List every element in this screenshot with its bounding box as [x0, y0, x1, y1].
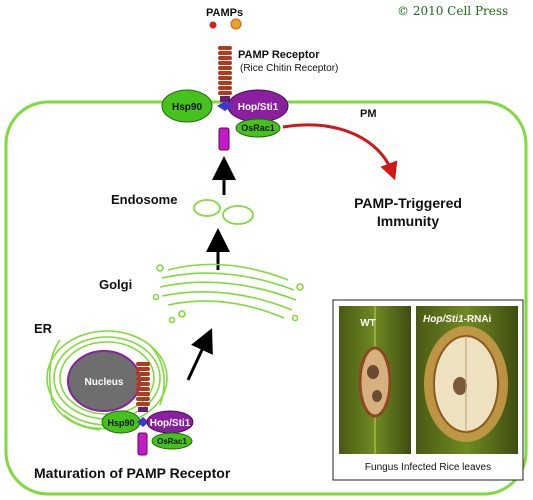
pamp-molecule-icon: [209, 21, 217, 29]
pamps-label: PAMPs: [206, 7, 243, 19]
transport-arrow: [186, 328, 213, 381]
er-label: ER: [34, 321, 53, 336]
immunity-line1: PAMP-Triggered: [354, 195, 462, 211]
rnai-label-gene: Hop/Sti1: [423, 314, 464, 325]
osrac1-protein: [235, 118, 281, 138]
photo-caption: Fungus Infected Rice leaves: [365, 462, 491, 473]
wt-lesion: [358, 346, 392, 418]
rnai-label: Hop/Sti1-RNAi: [423, 314, 492, 325]
receptor-coil: [218, 46, 232, 102]
endosome-vesicles: [193, 199, 254, 225]
nascent-receptor-tail: [137, 432, 148, 456]
endosome-label: Endosome: [111, 192, 177, 207]
maturation-title: Maturation of PAMP Receptor: [34, 465, 231, 481]
pm-label: PM: [360, 108, 377, 120]
hsp90-protein: [161, 89, 213, 123]
rice-leaf-photo-panel: WT Hop/Sti1-RNAi Fungus Infected Rice le…: [332, 299, 524, 481]
golgi-label: Golgi: [99, 277, 132, 292]
hsp90-label: Hsp90: [172, 102, 202, 113]
osrac1-protein-er: [151, 432, 193, 450]
receptor-kinase-icon: [217, 101, 233, 111]
hop-sti1-label: Hop/Sti1: [238, 102, 279, 113]
rnai-label-suffix: -RNAi: [464, 314, 492, 325]
osrac1-label-er: OsRac1: [157, 437, 187, 446]
hsp90-label-er: Hsp90: [107, 418, 134, 428]
osrac1-label: OsRac1: [241, 123, 275, 133]
immunity-line2: Immunity: [377, 213, 439, 229]
receptor-tail: [218, 127, 230, 151]
pamp-molecule-icon: [230, 18, 242, 30]
receptor-title: PAMP Receptor: [238, 49, 320, 61]
hop-sti1-label-er: Hop/Sti1: [150, 418, 191, 429]
receptor-subtitle: (Rice Chitin Receptor): [240, 63, 338, 74]
nascent-receptor-coil: [136, 362, 150, 412]
receptor-kinase-icon: [137, 417, 149, 427]
wt-label: WT: [360, 318, 376, 329]
copyright-text: © 2010 Cell Press: [397, 4, 508, 18]
nucleus-label: Nucleus: [85, 377, 124, 388]
golgi-apparatus: [152, 263, 304, 324]
signaling-arrow: [282, 123, 398, 181]
